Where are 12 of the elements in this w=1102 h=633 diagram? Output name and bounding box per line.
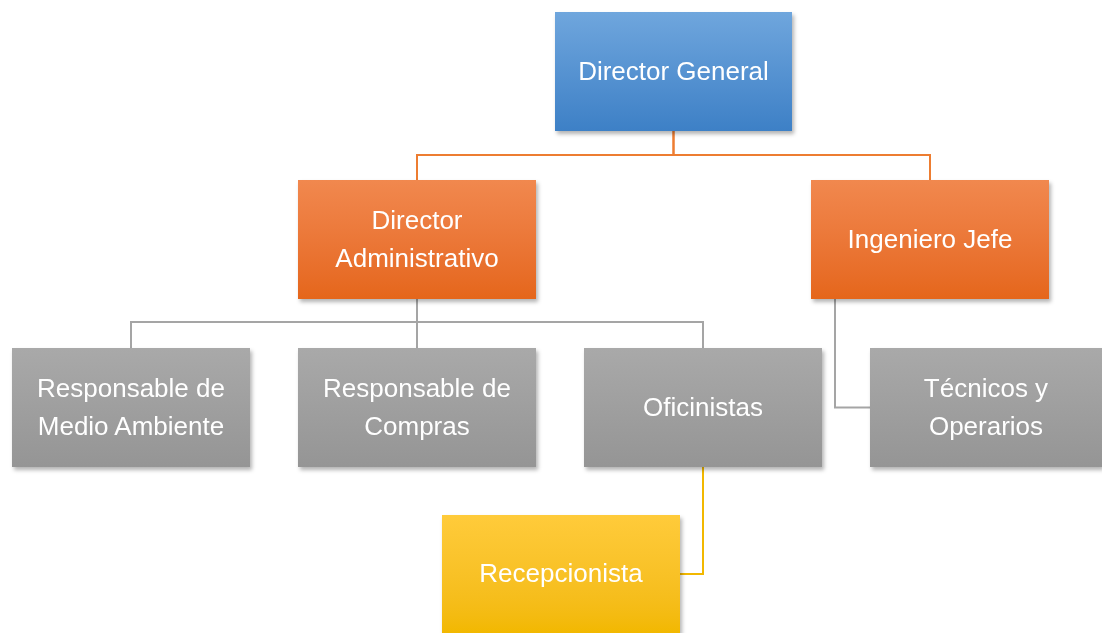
org-box: Recepcionista (442, 515, 680, 633)
connector-line (679, 466, 704, 575)
org-box: Responsable de Compras (298, 348, 536, 467)
org-box: Director Administrativo (298, 180, 536, 299)
connector-line (834, 298, 871, 409)
org-box: Director General (555, 12, 792, 131)
org-box: Responsable de Medio Ambiente (12, 348, 250, 467)
org-box: Técnicos y Operarios (870, 348, 1102, 467)
connector-line (416, 298, 704, 349)
org-box: Oficinistas (584, 348, 822, 467)
connector-line (672, 130, 931, 181)
org-box: Ingeniero Jefe (811, 180, 1049, 299)
